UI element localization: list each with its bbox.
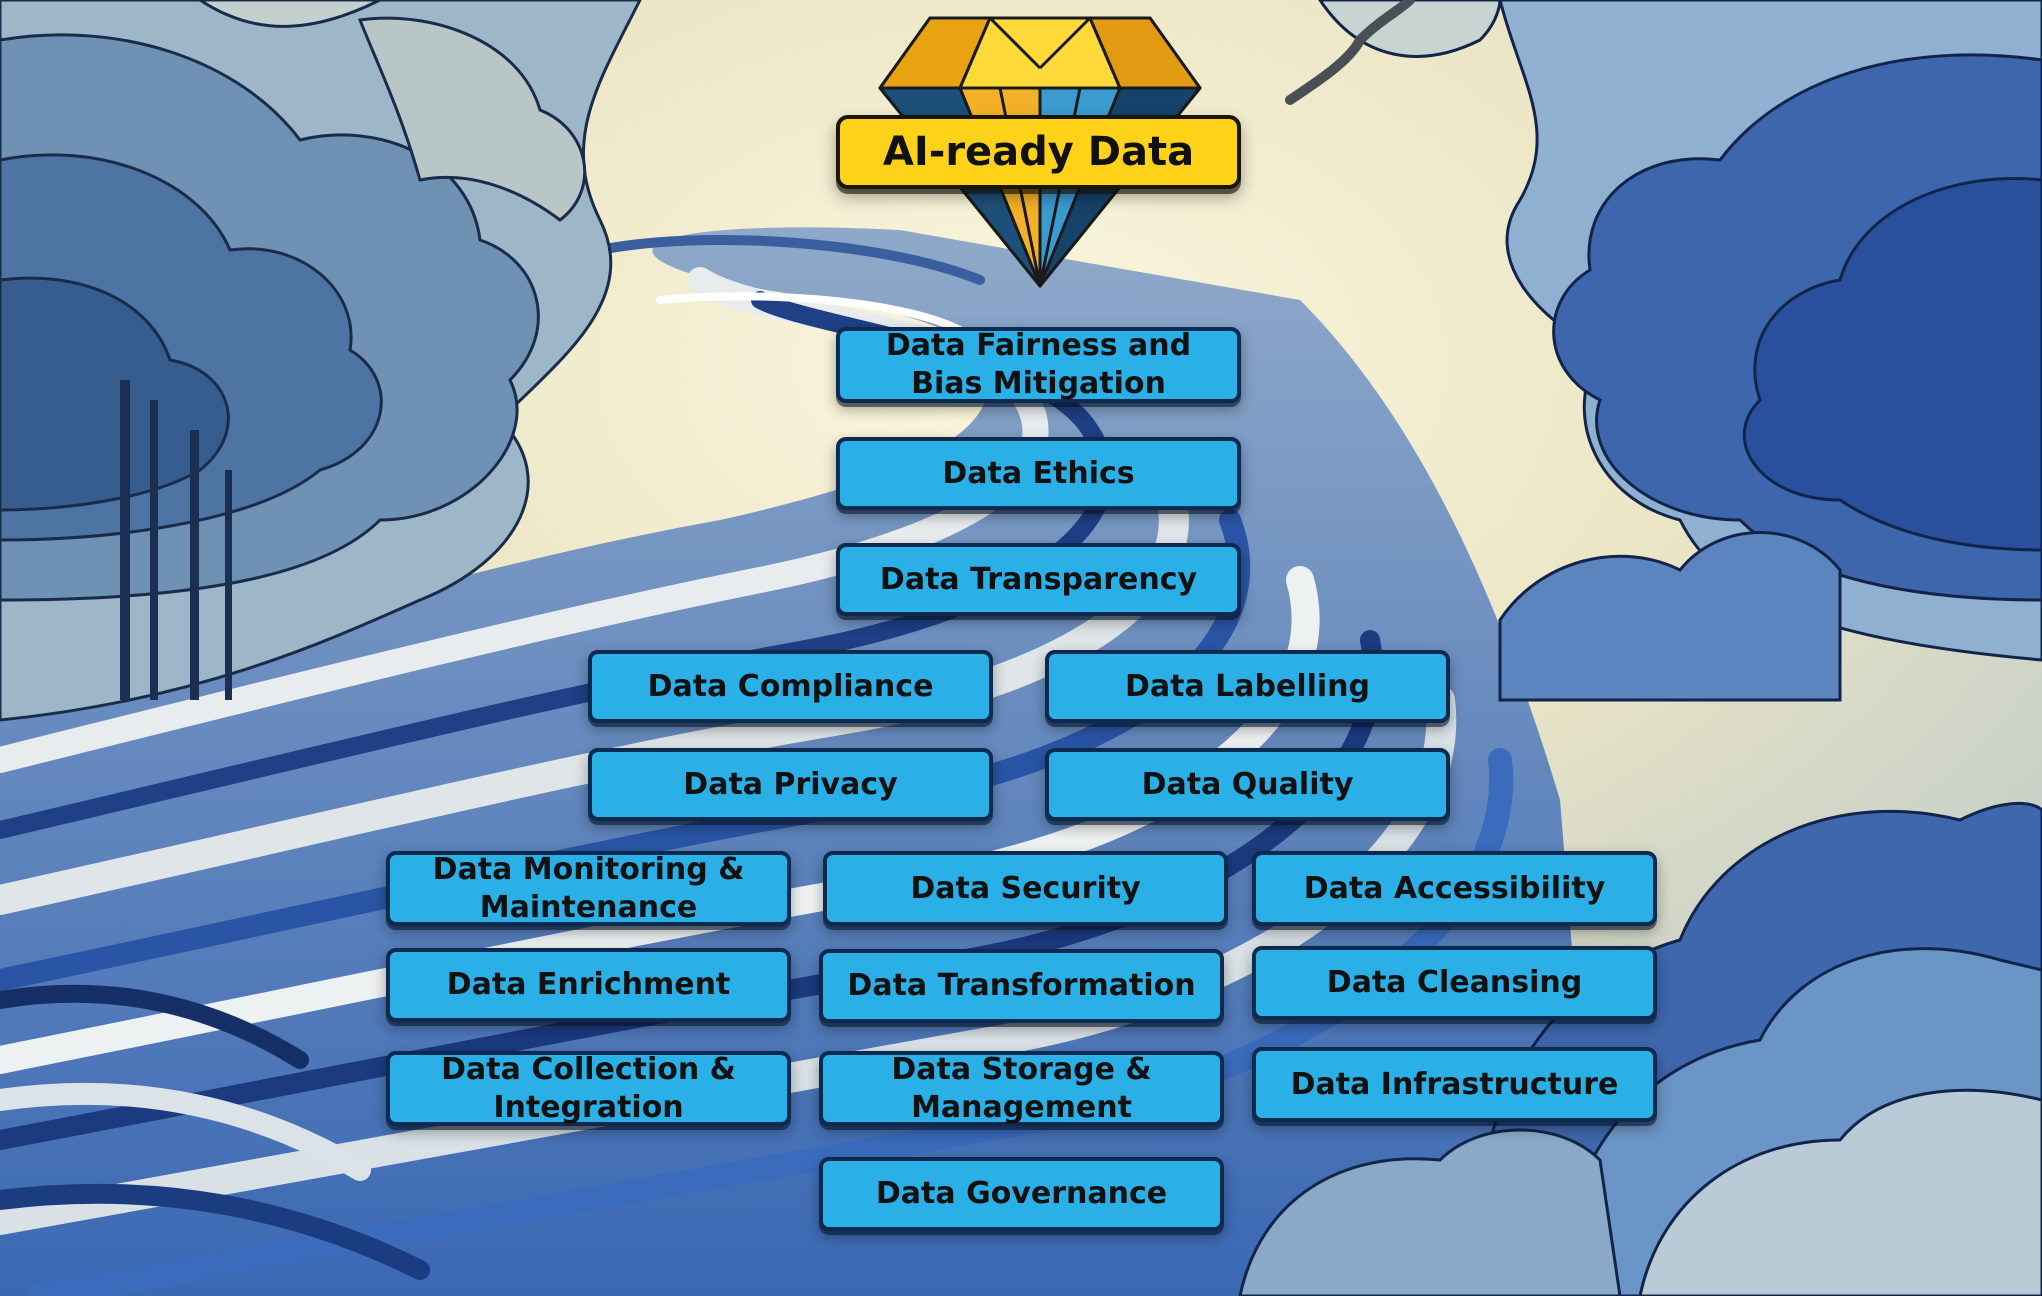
box-data-ethics: Data Ethics [836, 437, 1241, 510]
box-data-compliance: Data Compliance [588, 650, 993, 723]
box-data-storage: Data Storage & Management [819, 1051, 1224, 1126]
box-data-cleansing: Data Cleansing [1252, 946, 1657, 1020]
title-badge: AI-ready Data [836, 115, 1241, 189]
box-label: Data Collection & Integration [441, 1051, 736, 1125]
box-label: Data Accessibility [1303, 870, 1606, 906]
box-data-quality: Data Quality [1045, 748, 1450, 821]
box-label: Data Cleansing [1326, 965, 1583, 1000]
diagram-title: AI-ready Data [882, 129, 1195, 175]
box-data-security: Data Security [823, 851, 1228, 926]
box-data-monitoring: Data Monitoring & Maintenance [386, 851, 791, 926]
box-data-collection: Data Collection & Integration [386, 1051, 791, 1126]
box-data-governance: Data Governance [819, 1157, 1224, 1231]
box-label: Data Security [910, 870, 1141, 906]
box-data-transparency: Data Transparency [836, 543, 1241, 616]
box-label: Data Privacy [683, 766, 898, 802]
box-data-privacy: Data Privacy [588, 748, 993, 821]
box-data-fairness: Data Fairness and Bias Mitigation [836, 327, 1241, 403]
box-data-transformation: Data Transformation [819, 949, 1224, 1023]
box-label: Data Infrastructure [1290, 1066, 1619, 1102]
box-label: Data Enrichment [446, 967, 731, 1002]
box-label: Data Compliance [647, 668, 934, 704]
box-data-labelling: Data Labelling [1045, 650, 1450, 723]
box-label: Data Ethics [942, 455, 1135, 491]
box-label: Data Monitoring & Maintenance [432, 851, 745, 925]
box-label: Data Governance [875, 1176, 1168, 1211]
box-label: Data Transformation [847, 968, 1196, 1003]
box-label: Data Transparency [879, 561, 1198, 597]
box-data-enrichment: Data Enrichment [386, 948, 791, 1022]
box-data-accessibility: Data Accessibility [1252, 851, 1657, 926]
box-label: Data Quality [1141, 766, 1354, 802]
box-label: Data Labelling [1124, 668, 1371, 704]
box-label: Data Storage & Management [891, 1051, 1152, 1125]
box-data-infrastructure: Data Infrastructure [1252, 1047, 1657, 1122]
box-label: Data Fairness and Bias Mitigation [885, 328, 1192, 401]
